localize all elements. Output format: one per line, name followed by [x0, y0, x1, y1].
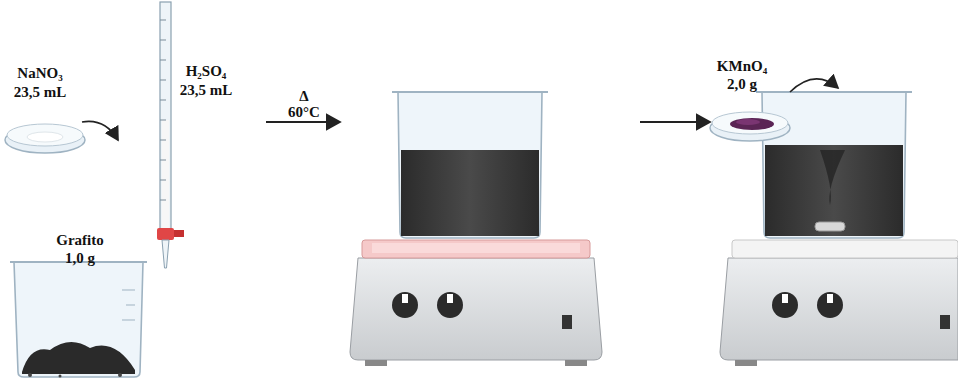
reagent-name: NaNO₃ [17, 65, 62, 82]
burette [157, 2, 184, 268]
reagent-name: KMnO₄ [717, 58, 767, 75]
process-arrow [640, 121, 710, 123]
beaker [756, 92, 912, 238]
temperature-label: 60°C [288, 104, 320, 121]
process-arrow [266, 121, 340, 123]
volume-label: 23,5 mL [14, 84, 67, 101]
petri-dish [710, 112, 790, 141]
volume-label: 23,5 mL [180, 82, 233, 99]
mass-label: 2,0 g [727, 76, 757, 93]
hotplate [350, 240, 602, 366]
beaker [10, 262, 147, 378]
hotplate [720, 240, 958, 366]
heat-symbol: Δ [299, 88, 308, 105]
pour-arrow [82, 121, 118, 140]
reagent-name: H₂SO₄ [186, 63, 227, 80]
reagent-name: Grafito [56, 232, 103, 249]
pour-arrow [790, 79, 838, 92]
mass-label: 1,0 g [65, 250, 95, 267]
petri-dish [5, 124, 85, 153]
beaker [392, 92, 548, 238]
